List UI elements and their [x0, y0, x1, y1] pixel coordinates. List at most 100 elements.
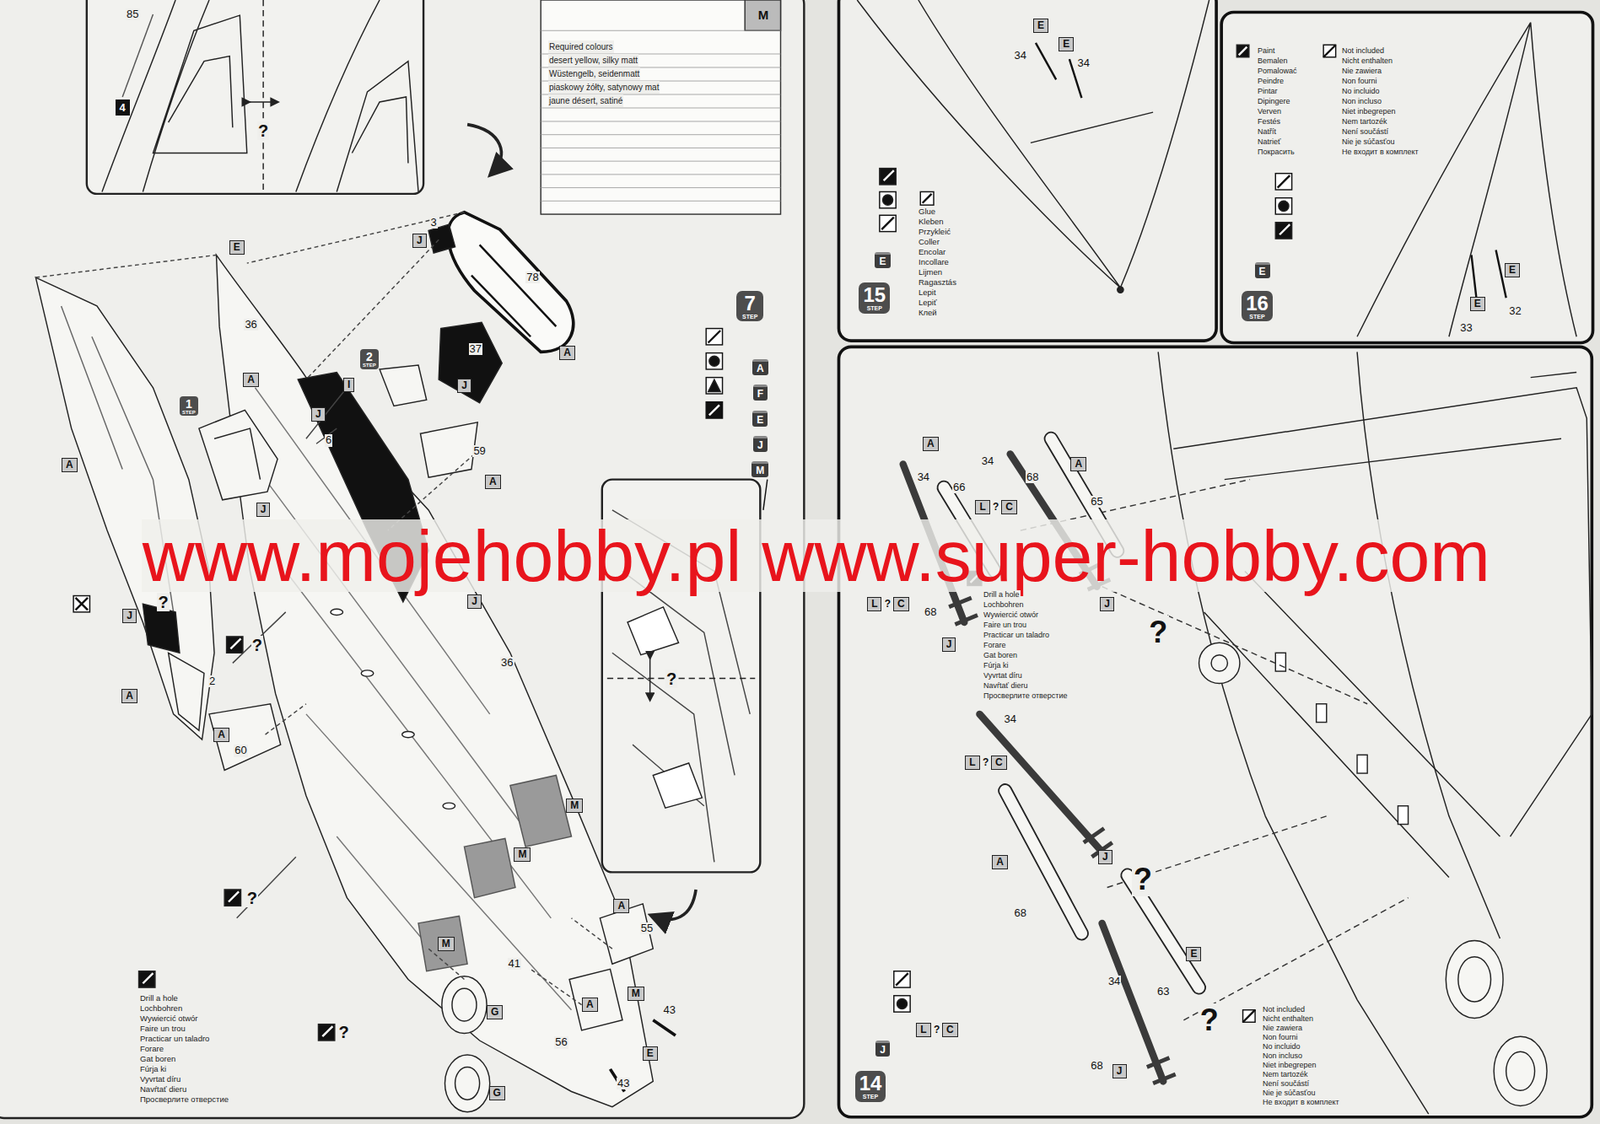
line-art: [402, 731, 415, 738]
legend-text: Glue: [917, 206, 937, 216]
part-sprue-code: L: [975, 500, 990, 515]
code-text: 16: [1245, 293, 1269, 314]
part-sprue-code: M: [437, 937, 455, 952]
line-art: [1236, 44, 1250, 58]
code-text: E: [1062, 37, 1070, 51]
legend-text: Не входит в комплект: [1261, 1098, 1341, 1107]
part-number: 78: [525, 271, 539, 284]
line-art: [232, 612, 297, 919]
part-number: 36: [500, 657, 514, 669]
code-text: F: [757, 387, 764, 400]
legend-text: Pintar: [1256, 86, 1279, 97]
line-art: [1275, 173, 1292, 190]
line-art: [705, 328, 722, 345]
part-number: 56: [554, 1036, 568, 1049]
line-art: [709, 404, 720, 415]
question-mark: ?: [257, 121, 270, 141]
part-sprue-code: J: [412, 233, 427, 248]
line-art: [1243, 1010, 1256, 1024]
part-sprue-code: J: [942, 637, 957, 652]
code-text: A: [1074, 457, 1083, 471]
line-art: [168, 652, 205, 731]
step-word: STEP: [182, 409, 196, 416]
part-number: 34: [1002, 713, 1017, 726]
legend-text: Nie zawiera: [1341, 66, 1383, 76]
part-sprue-code: C: [893, 597, 910, 612]
part-sprue-code: J: [1098, 850, 1113, 865]
legend-text: Nem tartozék: [1261, 1070, 1310, 1079]
line-art: [467, 124, 502, 174]
legend-text: Lepiť: [917, 297, 938, 308]
legend-text: Nicht enthalten: [1341, 56, 1394, 66]
step-badge: 7STEP: [736, 290, 764, 323]
step-word: STEP: [742, 313, 758, 321]
legend-text: Dipingere: [1256, 96, 1292, 107]
legend-text: Просверлите отверстие: [982, 691, 1068, 701]
table-cell: Wüstengelb, seidenmatt: [548, 67, 641, 81]
part-number: 68: [1089, 1060, 1104, 1073]
line-art: [1275, 198, 1292, 215]
part-sprue-code: I: [343, 377, 355, 393]
code-text: A: [125, 689, 134, 703]
line-art: [317, 1024, 335, 1041]
part-number: 2: [208, 675, 216, 688]
part-sprue-code: L: [964, 755, 980, 771]
code-text: E: [878, 255, 886, 268]
part-sprue-code: E: [1033, 18, 1049, 33]
code-text: L: [979, 501, 986, 514]
part-sprue-code: J: [467, 594, 482, 609]
part-sprue-code: M: [627, 986, 645, 1002]
line-art: [1506, 1051, 1536, 1091]
legend-text: Non fourni: [1341, 76, 1379, 87]
part-number: 37: [468, 343, 483, 356]
line-art: [708, 330, 722, 344]
line-art: [1173, 372, 1592, 879]
table-cell: piaskowy żółty, satynowy mat: [548, 80, 660, 94]
code-text: E: [646, 1047, 654, 1061]
line-art: [627, 607, 702, 809]
line-art: [705, 353, 722, 370]
line-art: [428, 224, 455, 254]
line-art: [215, 254, 653, 1107]
part-number: 63: [1156, 985, 1170, 998]
line-art: [1117, 286, 1124, 293]
part-number: 33: [1459, 322, 1473, 335]
code-text: E: [1037, 19, 1045, 33]
part-number: 34: [1077, 57, 1091, 70]
part-sprue-code: E: [642, 1046, 658, 1062]
line-art: [418, 775, 572, 971]
part-number: 41: [507, 958, 522, 970]
line-art: [75, 597, 89, 611]
legend-text: Incollare: [917, 257, 950, 267]
line-art: [883, 170, 895, 181]
code-text: J: [946, 638, 953, 652]
part-sprue-code: G: [489, 1086, 506, 1101]
line-art: [379, 365, 427, 406]
code-text: 2: [366, 350, 373, 363]
part-number: 32: [1508, 305, 1522, 318]
line-art: [230, 638, 241, 649]
code-text: G: [493, 1087, 502, 1100]
line-art: [452, 988, 477, 1022]
legend-text: Non incluso: [1341, 96, 1383, 107]
question-mark: ?: [991, 501, 1000, 513]
line-art: [569, 969, 623, 1031]
part-number: 68: [1013, 907, 1028, 920]
code-text: J: [1102, 851, 1109, 864]
part-sprue-code: A: [559, 345, 576, 361]
part-sprue-code: L: [867, 597, 882, 612]
line-art: [1323, 44, 1337, 58]
step-badge: 16STEP: [1241, 290, 1273, 323]
code-text: A: [247, 373, 255, 387]
code-text: J: [471, 595, 478, 609]
legend-text: Vyvrtat díru: [139, 1074, 182, 1084]
line-art: [322, 1026, 333, 1037]
part-sprue-code: C: [991, 755, 1008, 771]
line-art: [895, 973, 909, 986]
line-art: [609, 1020, 675, 1093]
legend-text: Practicar un taladro: [139, 1034, 211, 1044]
line-art: [248, 101, 278, 103]
legend-text: Niet inbegrepen: [1341, 107, 1397, 117]
line-art: [330, 608, 344, 615]
line-art: [438, 322, 502, 404]
